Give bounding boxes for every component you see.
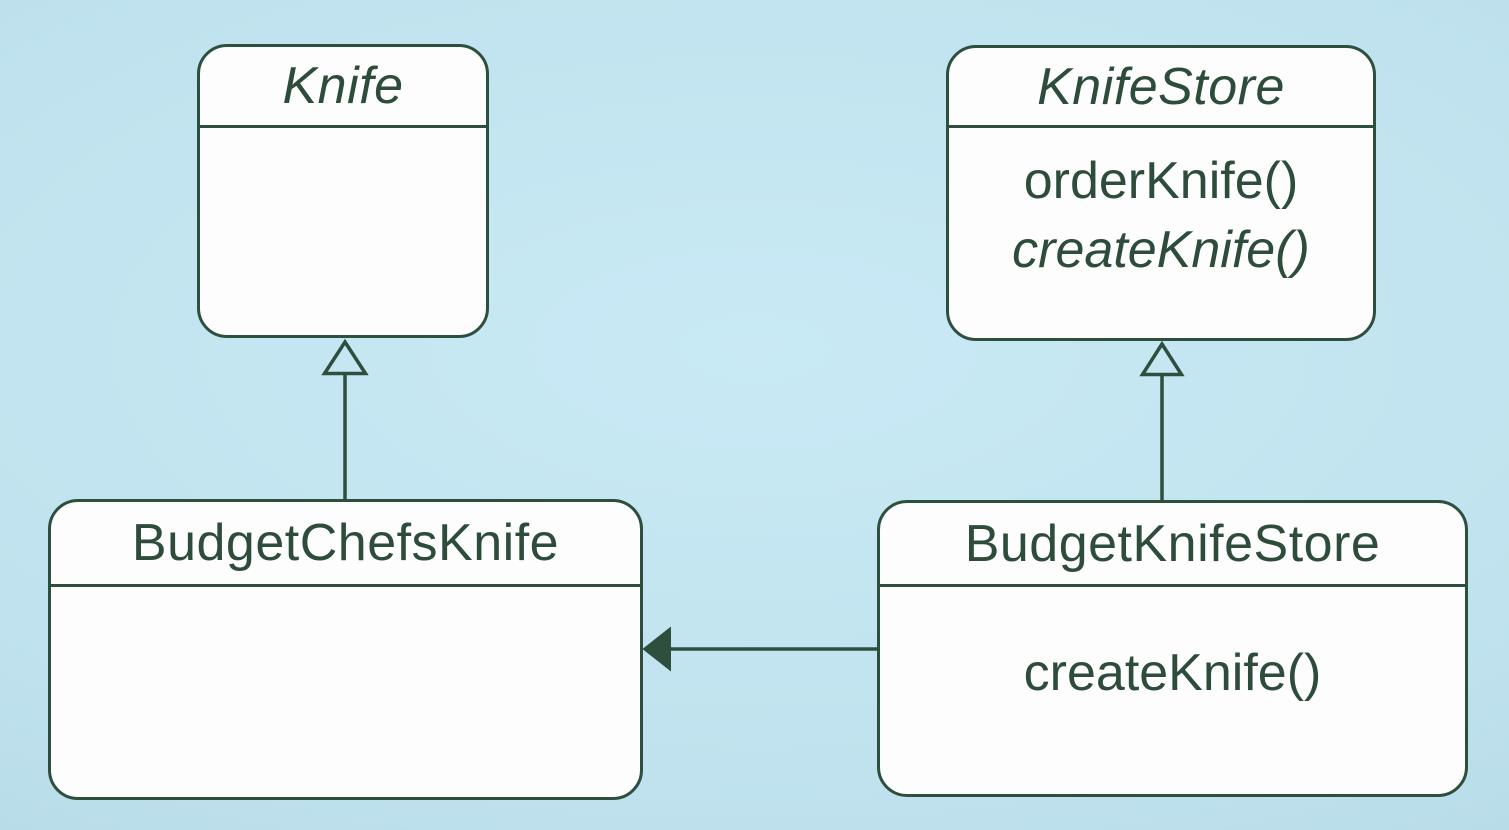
method-createknife: createKnife() <box>1023 644 1322 702</box>
class-box-budgetknifestore: BudgetKnifeStore createKnife() <box>877 500 1468 797</box>
method-createknife-abstract: createKnife() <box>1012 221 1310 279</box>
class-name: BudgetKnifeStore <box>964 514 1381 573</box>
class-box-knife: Knife <box>197 44 489 338</box>
generalization-arrow-budgetknifestore-to-knifestore <box>1139 340 1185 500</box>
method-orderknife: orderKnife() <box>1023 152 1299 210</box>
class-name: Knife <box>282 57 404 115</box>
class-name: KnifeStore <box>1037 57 1285 116</box>
class-box-budgetchefsknife: BudgetChefsKnife <box>48 499 643 800</box>
class-name-header: Knife <box>200 47 486 128</box>
class-members: createKnife() <box>880 587 1465 708</box>
hollow-triangle-arrowhead <box>1139 340 1185 377</box>
class-box-knifestore: KnifeStore orderKnife() createKnife() <box>946 45 1376 341</box>
class-name: BudgetChefsKnife <box>131 514 560 572</box>
filled-triangle-arrowhead <box>642 626 671 672</box>
class-name-header: BudgetChefsKnife <box>51 502 640 587</box>
class-members: orderKnife() createKnife() <box>949 128 1373 285</box>
association-arrow-budgetknifestore-to-budgetchefsknife <box>642 626 877 672</box>
hollow-triangle-arrowhead <box>321 338 369 376</box>
class-name-header: KnifeStore <box>949 48 1373 128</box>
generalization-arrow-budgetchefsknife-to-knife <box>321 338 369 499</box>
class-name-header: BudgetKnifeStore <box>880 503 1465 587</box>
